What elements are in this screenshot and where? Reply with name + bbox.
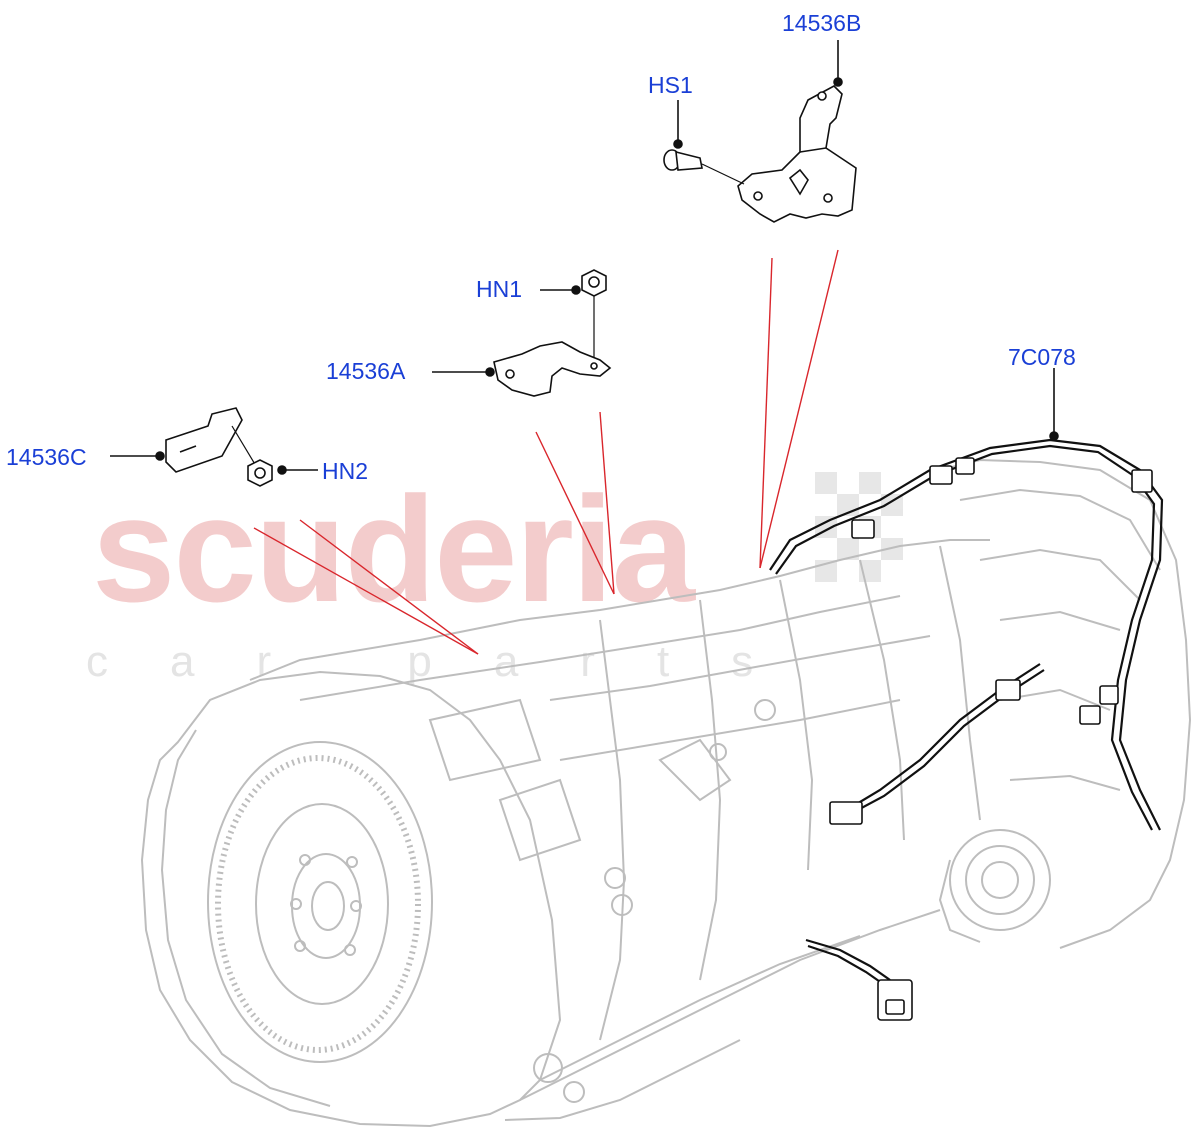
callout-label-hs1[interactable]: HS1 — [648, 72, 693, 98]
bracket-14536b-part — [737, 85, 857, 223]
leader-lines — [253, 249, 839, 655]
bolt-hs1-part — [663, 149, 745, 185]
callout-label-hn1[interactable]: HN1 — [476, 276, 523, 302]
watermark-tagline: car parts — [86, 637, 816, 686]
callout-label-hn2[interactable]: HN2 — [322, 458, 369, 484]
bracket-14536c-part — [165, 407, 257, 473]
nut-hn1-part — [581, 269, 607, 362]
callout-label-14536a[interactable]: 14536A — [326, 358, 406, 384]
callout-label-7c078[interactable]: 7C078 — [1008, 344, 1076, 370]
bracket-14536a-part — [493, 341, 612, 397]
flexplate — [207, 741, 433, 1063]
callout-label-14536c[interactable]: 14536C — [6, 444, 87, 470]
callout-lines — [110, 40, 1059, 475]
harness-connectors — [829, 457, 1153, 1021]
nut-hn2-part — [247, 459, 273, 487]
callout-label-14536b[interactable]: 14536B — [782, 10, 862, 36]
transmission-housing — [140, 458, 1192, 1128]
watermark-brand: scuderia — [92, 465, 695, 633]
